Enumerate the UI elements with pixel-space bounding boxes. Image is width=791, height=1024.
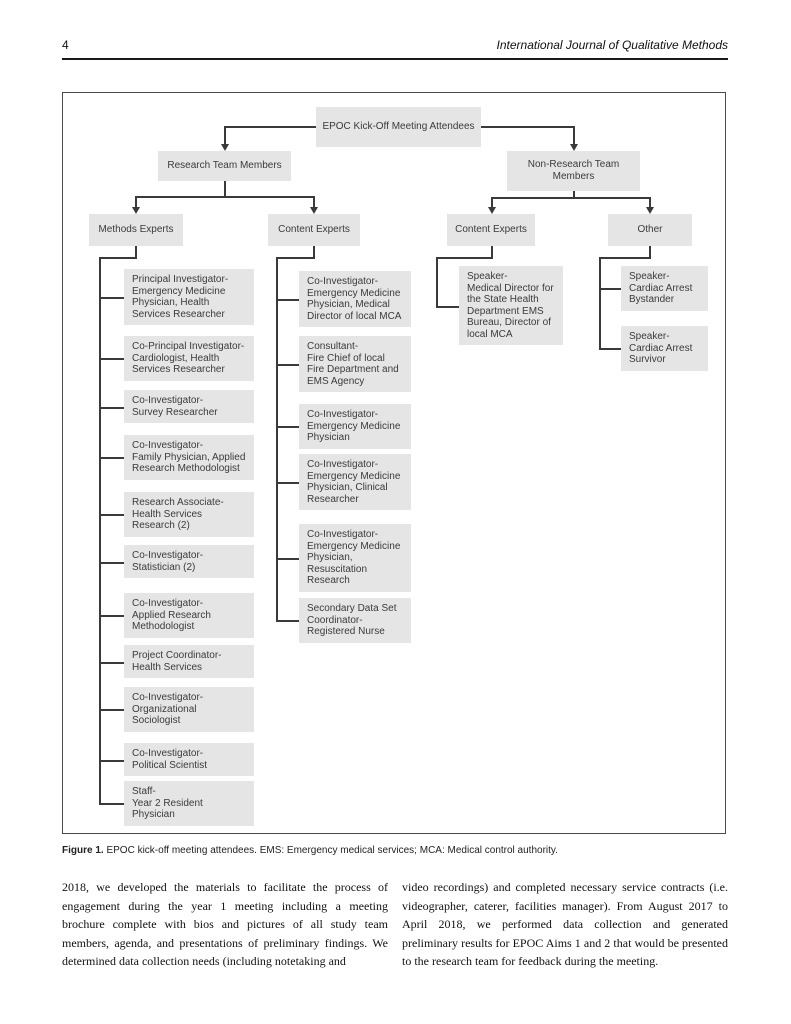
node-content-experts-research: Content Experts	[268, 214, 360, 246]
connector-line	[276, 257, 315, 259]
leaf-role-box: Co-Investigator- Survey Researcher	[99, 390, 254, 423]
leaf-role-box: Staff- Year 2 Resident Physician	[99, 781, 254, 826]
arrow-down-icon	[310, 207, 318, 214]
header-rule	[62, 58, 728, 60]
arrow-down-icon	[488, 207, 496, 214]
leaf-role-box: Co-Principal Investigator- Cardiologist,…	[99, 336, 254, 381]
connector-line	[99, 257, 137, 259]
article-body: 2018, we developed the materials to faci…	[62, 878, 728, 971]
connector-line	[224, 126, 316, 128]
page-number: 4	[62, 38, 69, 52]
connector-line	[491, 246, 493, 259]
leaf-role-box: Co-Investigator- Political Scientist	[99, 743, 254, 776]
connector-line	[135, 196, 314, 198]
node-methods-experts: Methods Experts	[89, 214, 183, 246]
leaf-role-box: Secondary Data Set Coordinator- Register…	[276, 598, 411, 643]
connector-trunk	[599, 257, 601, 349]
leaf-role-box: Principal Investigator- Emergency Medici…	[99, 269, 254, 325]
connector-line	[224, 126, 226, 145]
connector-line	[573, 126, 575, 145]
arrow-down-icon	[221, 144, 229, 151]
arrow-down-icon	[132, 207, 140, 214]
connector-line	[135, 246, 137, 259]
leaf-role-box: Co-Investigator- Emergency Medicine Phys…	[276, 454, 411, 510]
leaf-role-box: Co-Investigator- Family Physician, Appli…	[99, 435, 254, 480]
connector-trunk	[436, 257, 438, 306]
leaf-role-box: Speaker- Cardiac Arrest Bystander	[599, 266, 708, 311]
arrow-down-icon	[570, 144, 578, 151]
connector-trunk	[276, 257, 278, 621]
arrow-down-icon	[646, 207, 654, 214]
figure-caption-label: Figure 1.	[62, 845, 104, 856]
journal-title: International Journal of Qualitative Met…	[496, 38, 728, 52]
connector-line	[491, 197, 651, 199]
connector-line	[313, 246, 315, 259]
figure-caption-text: EPOC kick-off meeting attendees. EMS: Em…	[103, 845, 558, 856]
leaf-role-box: Co-Investigator- Emergency Medicine Phys…	[276, 404, 411, 449]
connector-trunk	[99, 257, 101, 804]
leaf-role-box: Research Associate- Health Services Rese…	[99, 492, 254, 537]
connector-line	[491, 197, 493, 208]
leaf-role-box: Co-Investigator- Applied Research Method…	[99, 593, 254, 638]
connector-line	[649, 197, 651, 208]
body-column-right: video recordings) and completed necessar…	[402, 880, 728, 969]
connector-line	[436, 257, 493, 259]
node-other: Other	[608, 214, 692, 246]
body-column-left: 2018, we developed the materials to faci…	[62, 880, 388, 969]
leaf-role-box: Consultant- Fire Chief of local Fire Dep…	[276, 336, 411, 392]
connector-line	[135, 196, 137, 208]
leaf-role-box: Co-Investigator- Emergency Medicine Phys…	[276, 524, 411, 592]
figure-caption: Figure 1. EPOC kick-off meeting attendee…	[62, 845, 728, 856]
running-head: 4 International Journal of Qualitative M…	[62, 38, 728, 58]
leaf-role-box: Project Coordinator- Health Services	[99, 645, 254, 678]
node-root: EPOC Kick-Off Meeting Attendees	[316, 107, 481, 147]
connector-line	[649, 246, 651, 259]
leaf-role-box: Speaker- Medical Director for the State …	[436, 266, 563, 345]
leaf-role-box: Co-Investigator- Emergency Medicine Phys…	[276, 271, 411, 327]
node-research-team: Research Team Members	[158, 151, 291, 181]
leaf-role-box: Co-Investigator- Organizational Sociolog…	[99, 687, 254, 732]
connector-line	[224, 181, 226, 198]
connector-line	[481, 126, 574, 128]
node-nonresearch-team: Non-Research Team Members	[507, 151, 640, 191]
connector-line	[313, 196, 315, 208]
leaf-role-box: Speaker- Cardiac Arrest Survivor	[599, 326, 708, 371]
connector-line	[573, 191, 575, 199]
connector-line	[599, 257, 651, 259]
figure-1-org-chart: EPOC Kick-Off Meeting Attendees Research…	[62, 92, 726, 834]
leaf-role-box: Co-Investigator- Statistician (2)	[99, 545, 254, 578]
node-content-experts-nonresearch: Content Experts	[447, 214, 535, 246]
